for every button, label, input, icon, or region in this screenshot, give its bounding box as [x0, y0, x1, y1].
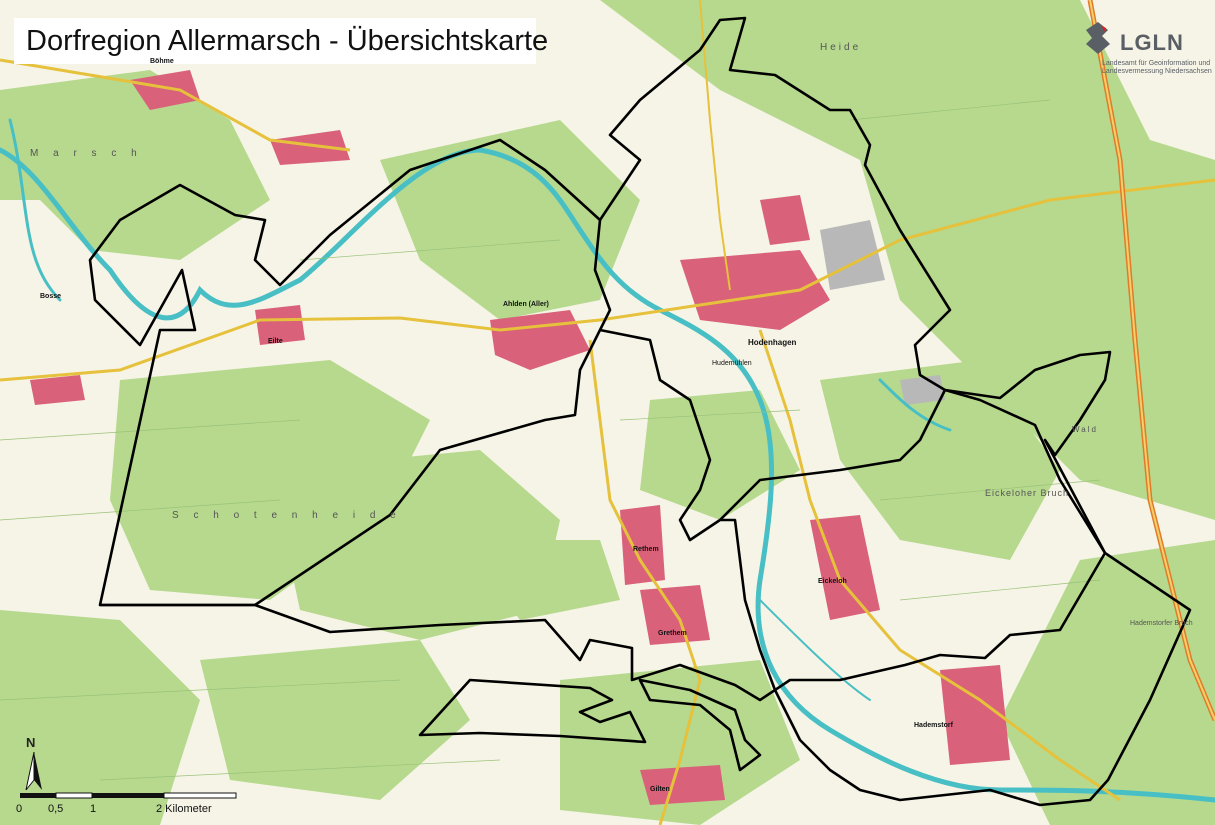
field-lines	[0, 99, 1101, 781]
area-label-schotenheide: S c h o t e n h e i d e	[172, 510, 402, 521]
area-label-hademstorfer-bruch: Hademstorfer Bruch	[1130, 620, 1193, 627]
place-label-ahlden: Ahlden (Aller)	[503, 301, 549, 308]
map-title: Dorfregion Allermarsch - Übersichtskarte	[26, 25, 549, 57]
place-label-hademstorf: Hademstorf	[914, 722, 953, 729]
place-label-boehme: Böhme	[150, 58, 174, 65]
scale-label-0: 0	[16, 803, 23, 815]
area-label-marsch: M a r s c h	[30, 148, 143, 159]
north-arrow-label: N	[26, 735, 36, 750]
area-label-wald: Wald	[1072, 425, 1098, 434]
lgln-logo: LGLN Landesamt für Geoinformation und La…	[1080, 12, 1212, 82]
scale-bar: 0 0,5 1 2 Kilometer	[14, 785, 274, 825]
settlement-areas	[30, 70, 1010, 805]
motorway-center	[1089, 0, 1215, 721]
scale-bar-graphic	[20, 792, 237, 799]
place-label-bosse: Bosse	[40, 293, 62, 300]
place-label-hudemuehlen: Hudemühlen	[712, 360, 752, 367]
lgln-logo-text: LGLN	[1120, 30, 1184, 55]
scale-label-05: 0,5	[48, 803, 64, 815]
lgln-logo-subtitle: Landesamt für Geoinformation und Landesv…	[1102, 60, 1212, 75]
scale-label-2: 2 Kilometer	[156, 803, 212, 815]
dorfregion-boundary	[88, 16, 1192, 807]
place-label-rethem: Rethem	[633, 546, 659, 553]
scale-label-1: 1	[90, 803, 97, 815]
place-label-eickeloh: Eickeloh	[818, 578, 847, 585]
north-arrow-icon	[25, 752, 42, 791]
area-label-heide: Heide	[820, 42, 862, 53]
rivers	[0, 118, 1215, 803]
title-box: Dorfregion Allermarsch - Übersichtskarte	[14, 18, 548, 64]
place-label-gilten: Gilten	[650, 786, 670, 793]
place-label-eilte: Eilte	[268, 338, 283, 345]
lgln-logo-icon	[1086, 22, 1110, 54]
place-label-hodenhagen: Hodenhagen	[748, 338, 797, 347]
area-label-eickeloher-bruch: Eickeloher Bruch	[985, 488, 1070, 498]
place-label-grethem: Grethem	[658, 630, 687, 637]
